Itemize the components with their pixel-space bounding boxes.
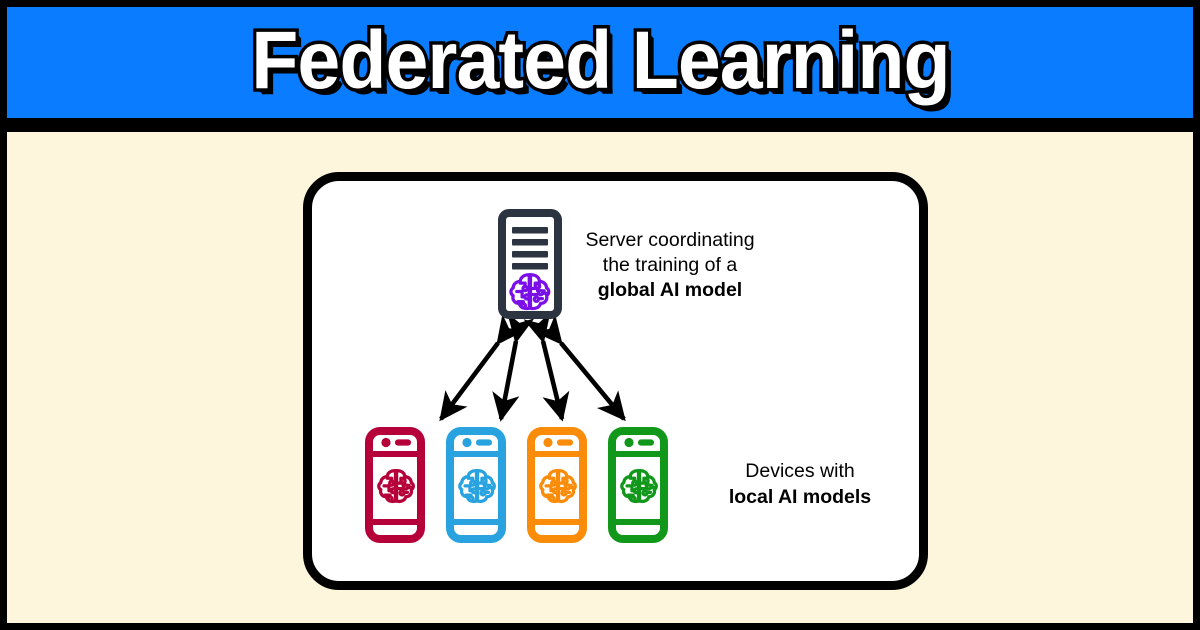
server-caption-line-1: Server coordinating	[585, 229, 755, 251]
device-phone-2	[446, 427, 506, 543]
arrow-to-device-1	[439, 314, 525, 422]
device-phone-4	[608, 427, 668, 543]
server-caption-line-2: the training of a	[602, 254, 738, 276]
arrow-to-device-3	[523, 312, 570, 422]
device-phone-3	[527, 427, 587, 543]
server-group: Server coordinating the training of a gl…	[498, 209, 778, 325]
server-rack-with-ai-brain-icon	[498, 209, 562, 319]
page-title: Federated Learning	[248, 14, 954, 107]
server-caption-line-3: global AI model	[597, 279, 743, 301]
devices-caption-line-2: local AI models	[728, 486, 872, 508]
device-phone-1	[365, 427, 425, 543]
devices-caption-line-1: Devices with	[745, 460, 855, 482]
server-caption: Server coordinating the training of a gl…	[570, 228, 770, 303]
devices-row	[364, 426, 668, 544]
arrow-to-device-4	[533, 314, 626, 422]
arrow-to-device-2	[492, 313, 535, 422]
devices-caption: Devices with local AI models	[690, 458, 910, 510]
diagram-card: Server coordinating the training of a gl…	[303, 172, 928, 590]
poster-header: Federated Learning	[7, 7, 1193, 118]
poster-body: Server coordinating the training of a gl…	[7, 132, 1193, 623]
